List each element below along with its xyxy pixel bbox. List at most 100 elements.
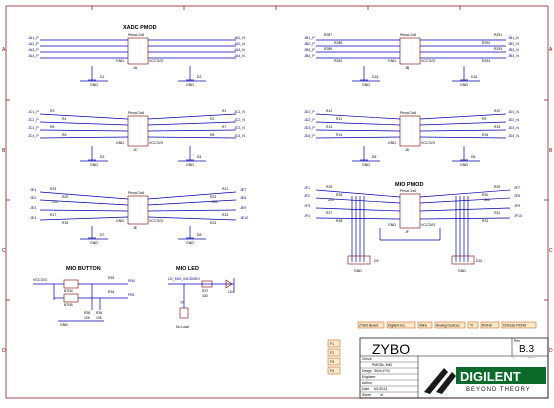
net-label-ja1-p: JA1_P bbox=[28, 36, 39, 40]
mio-button-switch-1: BTN4 bbox=[64, 289, 73, 293]
jc-resistor-7: R7 bbox=[222, 125, 226, 129]
digilent-logo: DIGILENT BEYOND THEORY bbox=[420, 358, 546, 396]
ja-vcc-label: VCC3V3 bbox=[149, 59, 163, 63]
jc-part-label: Pmod 2x6 bbox=[128, 111, 144, 115]
title-block-company: DIGILENT bbox=[460, 369, 521, 384]
je-vcc-label: VCC3V3 bbox=[149, 219, 163, 223]
net-label-jb1-n: JB1_N bbox=[508, 36, 519, 40]
title-block-sheet: of bbox=[380, 393, 383, 397]
ja-diode-gnd-1: GND bbox=[90, 83, 98, 87]
net-label-je2: JE2 bbox=[30, 196, 36, 200]
jc-diode-gnd-1: GND bbox=[90, 163, 98, 167]
jf-designator: JF bbox=[405, 230, 410, 234]
net-label-jb2-p: JB2_P bbox=[304, 42, 315, 46]
title-block-circuit: PMODs, MIO bbox=[372, 363, 393, 367]
net-label-jb4-p: JB4_P bbox=[304, 54, 315, 58]
net-label-jb3-p: JB3_P bbox=[304, 48, 315, 52]
jc-diode-gnd-2: GND bbox=[186, 163, 194, 167]
net-label-jd3-p: JD3_P bbox=[304, 126, 315, 130]
jd-resistor-5: R10 bbox=[494, 109, 500, 113]
jf-part-label: Pmod 2x6 bbox=[400, 189, 416, 193]
jd-resistor-6: R9 bbox=[482, 117, 486, 121]
net-label-ja4-p: JA4_P bbox=[28, 54, 39, 58]
jf-resistor-3: R27 bbox=[326, 211, 332, 215]
jb-resistor-8: R294 bbox=[482, 59, 490, 63]
jf-vcc-label: VCC3V3 bbox=[421, 223, 435, 227]
mio-button-resistor-4: R36 bbox=[96, 311, 102, 315]
net-label-jd4-p: JD4_P bbox=[304, 134, 315, 138]
legend-side-tags: F1 F2 F3 F4 bbox=[327, 339, 341, 375]
ja-diode-gnd-2: GND bbox=[186, 83, 194, 87]
legend-side-f3: F3 bbox=[330, 360, 334, 364]
je-resistor-7: R23 bbox=[222, 213, 228, 217]
legend-chips: ZYBO Board Digilent Inc. Xilinx Analog D… bbox=[357, 321, 537, 329]
ja-diode-1: D1 bbox=[100, 75, 104, 79]
jc-resistor-3: R5 bbox=[50, 125, 54, 129]
mio-pmod-title: MIO PMOD bbox=[395, 182, 423, 188]
je-resistor-8: R24 bbox=[210, 221, 216, 225]
jb-diode-2: D16 bbox=[471, 75, 477, 79]
je-diode-1: D7 bbox=[100, 233, 104, 237]
mio-button-net-pb1: PB1 bbox=[128, 293, 135, 297]
net-label-jd1-p: JD1_P bbox=[304, 110, 315, 114]
jf-diode-2: D10 bbox=[476, 259, 482, 263]
net-label-jc2-p: JC2_P bbox=[28, 118, 39, 122]
zone-row-c-left: C bbox=[2, 248, 6, 254]
je-resistor-value-2: 200 bbox=[212, 200, 218, 204]
jd-diode-gnd-2: GND bbox=[460, 163, 468, 167]
title-block-date-label: Date bbox=[362, 387, 369, 391]
net-label-jd1-n: JD1_N bbox=[508, 110, 519, 114]
jf-resistor-6: R30 bbox=[482, 193, 488, 197]
title-block-circuit-label: Circuit bbox=[362, 357, 372, 361]
connector-jc-block: Pmod 2x6 JC1_P JC2_P JC3_P JC4_P JC1_N J… bbox=[28, 109, 245, 167]
jf-resistor-value-2: 200 bbox=[484, 198, 490, 202]
net-label-je3: JE3 bbox=[30, 206, 36, 210]
jf-resistor-2: R26 bbox=[336, 193, 342, 197]
net-label-jb2-n: JB2_N bbox=[508, 42, 519, 46]
jf-resistor-value-1: 200 bbox=[328, 198, 334, 202]
mio-led-title: MIO LED bbox=[176, 266, 199, 272]
title-block-design-label: Desgn bbox=[362, 369, 372, 373]
net-label-ja4-n: JA4_N bbox=[234, 54, 245, 58]
legend-chip-analog-devices: Analog Devices bbox=[436, 324, 460, 328]
zone-row-a-left: A bbox=[2, 47, 6, 53]
ja-gnd-label: GND bbox=[116, 59, 124, 63]
zone-row-c-right: C bbox=[549, 248, 553, 254]
legend-chip-digilent: Digilent Inc. bbox=[388, 324, 406, 328]
legend-chip-xilinx: Xilinx bbox=[419, 324, 427, 328]
jd-gnd-label: GND bbox=[388, 141, 396, 145]
net-label-jc1-p: JC1_P bbox=[28, 110, 39, 114]
jb-resistor-2: R288 bbox=[334, 41, 342, 45]
mio-led-no-load: No Load bbox=[176, 325, 189, 329]
jd-resistor-1: R12 bbox=[326, 109, 332, 113]
jd-resistor-4: R14 bbox=[336, 133, 342, 137]
je-resistor-value-1: 200 bbox=[52, 200, 58, 204]
je-designator: JE bbox=[133, 226, 138, 230]
jc-resistor-4: R6 bbox=[62, 133, 66, 137]
net-label-jb1-p: JB1_P bbox=[304, 36, 315, 40]
net-label-ja3-p: JA3_P bbox=[28, 48, 39, 52]
net-label-je8: JE8 bbox=[240, 196, 246, 200]
legend-side-f2: F2 bbox=[330, 351, 334, 355]
jf-gnd-label: GND bbox=[388, 223, 396, 227]
jb-diode-gnd-2: GND bbox=[460, 83, 468, 87]
net-label-jd2-n: JD2_N bbox=[508, 118, 519, 122]
zone-row-a-right: A bbox=[549, 47, 553, 53]
net-label-jc4-p: JC4_P bbox=[28, 134, 39, 138]
net-label-je7: JE7 bbox=[240, 188, 246, 192]
title-block: ZYBO Rev B.3 Copyright 2013 Circuit PMOD… bbox=[359, 337, 549, 399]
je-diode-2: D8 bbox=[197, 233, 201, 237]
mio-led-testpoint: TP bbox=[180, 301, 185, 305]
net-label-jc4-n: JC4_N bbox=[234, 134, 245, 138]
jb-resistor-5: R291 bbox=[494, 33, 502, 37]
zone-row-d-left: D bbox=[2, 348, 6, 354]
net-label-je9: JE9 bbox=[240, 206, 246, 210]
net-label-jf2: JF2 bbox=[304, 194, 310, 198]
net-label-ja2-p: JA2_P bbox=[28, 42, 39, 46]
net-label-jd3-n: JD3_N bbox=[508, 126, 519, 130]
je-resistor-2: R20 bbox=[62, 195, 68, 199]
jc-gnd-label: GND bbox=[116, 141, 124, 145]
jd-diode-gnd-1: GND bbox=[362, 163, 370, 167]
mio-button-resistor-2: R34 bbox=[108, 290, 114, 294]
